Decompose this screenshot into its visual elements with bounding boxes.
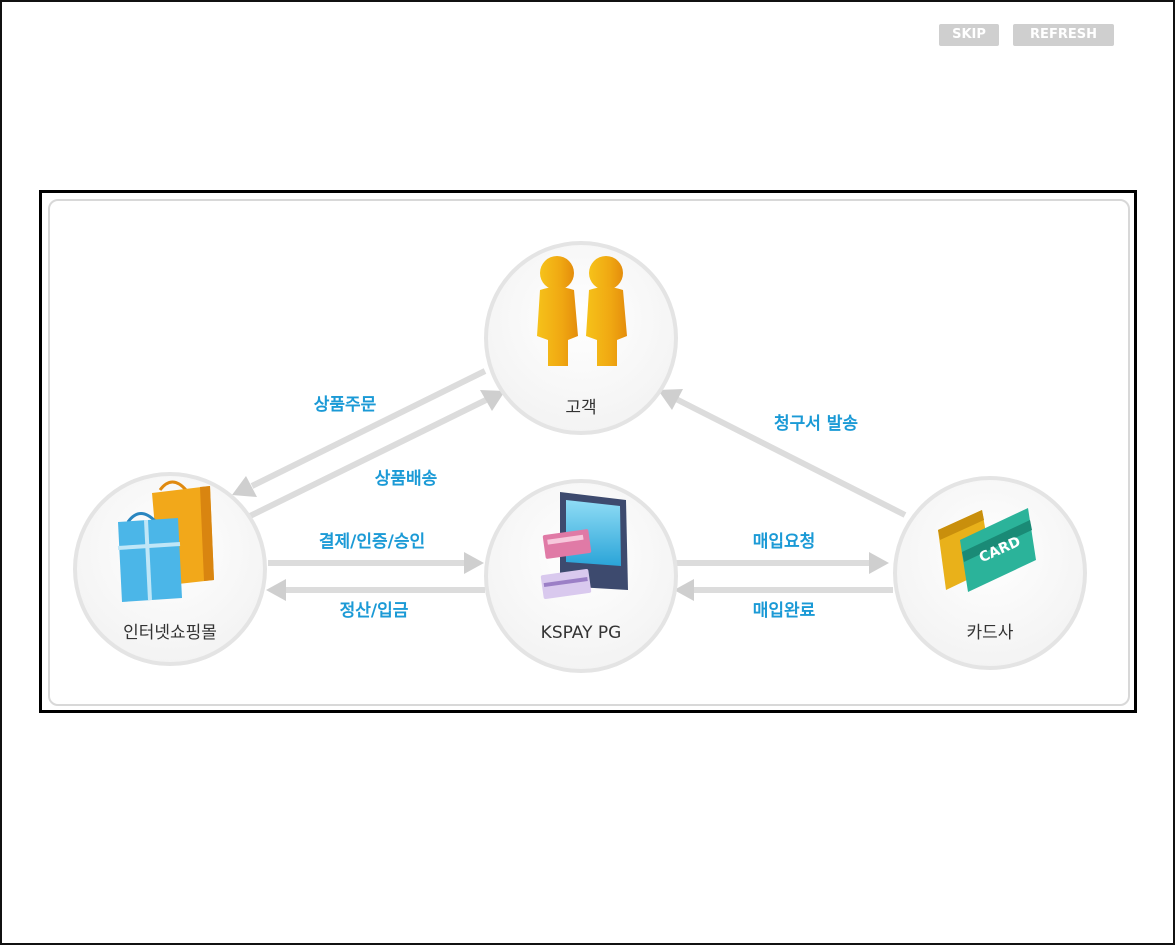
credit-cards-icon: CARD: [938, 508, 1036, 592]
arrow-settlement: [266, 579, 485, 601]
node-customer: 고객: [484, 241, 678, 435]
node-card-company: CARD 카드사: [893, 476, 1087, 670]
node-label-card-company: 카드사: [967, 623, 1014, 643]
flow-arrows: [232, 368, 907, 601]
payment-terminal-icon: [540, 492, 628, 599]
node-mall: 인터넷쇼핑몰: [73, 472, 267, 666]
node-label-mall: 인터넷쇼핑몰: [123, 623, 217, 643]
flow-label-order: 상품주문: [314, 395, 377, 415]
flow-label-delivery: 상품배송: [375, 469, 438, 489]
arrow-purchase-complete: [674, 579, 893, 601]
node-label-customer: 고객: [565, 398, 596, 418]
arrow-purchase-request: [676, 552, 889, 574]
skip-button[interactable]: SKIP: [939, 24, 999, 46]
flow-label-payment: 결제/인증/승인: [319, 532, 425, 552]
arrow-payment: [268, 552, 484, 574]
arrow-delivery: [248, 390, 505, 519]
refresh-button[interactable]: REFRESH: [1013, 24, 1114, 46]
two-people-icon: [537, 256, 627, 366]
shopping-bags-icon: [117, 480, 214, 602]
arrow-order: [232, 368, 487, 497]
flow-label-settlement: 정산/입금: [340, 601, 409, 621]
arrow-bill: [658, 389, 907, 518]
flow-label-purchase-complete: 매입완료: [753, 601, 816, 621]
flow-label-purchase-request: 매입요청: [753, 531, 816, 552]
node-label-pg: KSPAY PG: [541, 623, 622, 643]
node-pg: KSPAY PG: [484, 479, 678, 673]
flow-label-bill: 청구서 발송: [774, 413, 858, 434]
